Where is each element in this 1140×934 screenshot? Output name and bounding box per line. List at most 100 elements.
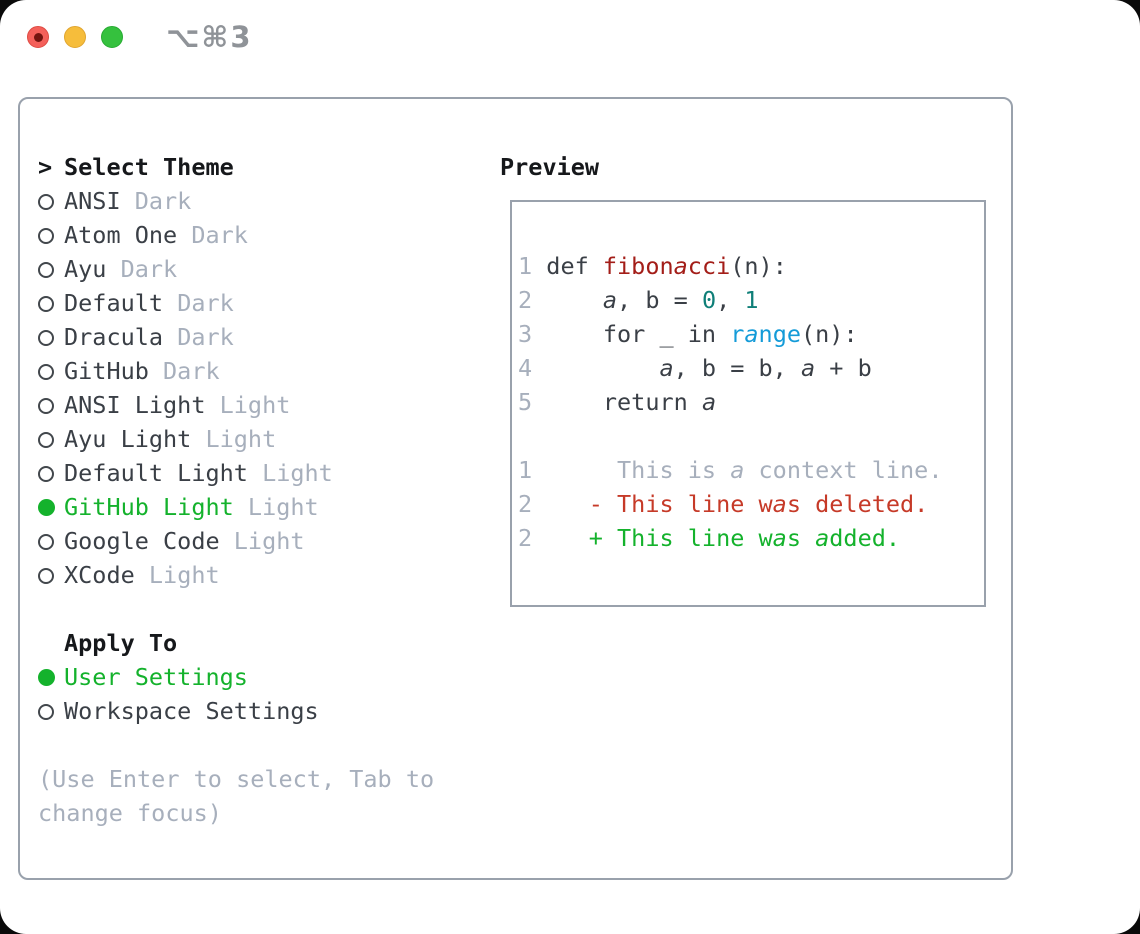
blank-line	[518, 419, 984, 453]
option-variant-label: Dark	[163, 289, 234, 317]
zoom-button[interactable]	[101, 26, 123, 48]
preview-diff-line: 2 - This line was deleted.	[518, 487, 984, 521]
theme-option[interactable]: Default Light Light	[38, 456, 434, 490]
title-bar: ⌥⌘3	[0, 0, 1140, 97]
option-label: ANSI	[64, 187, 121, 215]
option-label: ANSI Light	[64, 391, 206, 419]
theme-option[interactable]: Google Code Light	[38, 524, 434, 558]
hint-text: (Use Enter to select, Tab to change focus…	[38, 762, 434, 830]
apply-to-option[interactable]: Workspace Settings	[38, 694, 434, 728]
token-lnum: 3	[518, 320, 547, 348]
token-num: 1	[744, 286, 759, 314]
option-label: GitHub	[64, 357, 149, 385]
theme-option[interactable]: ANSI Dark	[38, 184, 434, 218]
preview-code-line: 4 a, b = b, a + b	[518, 351, 984, 385]
radio-icon	[38, 252, 64, 286]
option-label: Default Light	[64, 459, 248, 487]
preview-diff-block: 1 This is a context line.2 - This line w…	[518, 453, 984, 555]
preview-diff-line: 1 This is a context line.	[518, 453, 984, 487]
theme-option[interactable]: Default Dark	[38, 286, 434, 320]
radio-icon	[38, 694, 64, 728]
token-del: - This line was deleted.	[546, 490, 929, 518]
option-variant-label: Light	[134, 561, 220, 589]
option-variant-label: Light	[219, 527, 305, 555]
radio-icon	[38, 354, 64, 388]
theme-option[interactable]: GitHub Light Light	[38, 490, 434, 524]
close-button[interactable]	[27, 26, 49, 48]
radio-icon	[38, 422, 64, 456]
token-lnum: 1	[518, 252, 547, 280]
option-label: Workspace Settings	[64, 697, 319, 725]
theme-option[interactable]: Dracula Dark	[38, 320, 434, 354]
token-lnum: 2	[518, 286, 547, 314]
token-p: ,	[716, 286, 745, 314]
option-label: Ayu Light	[64, 425, 192, 453]
theme-option[interactable]: Atom One Dark	[38, 218, 434, 252]
option-label: Dracula	[64, 323, 164, 351]
token-ctx: This is a context line.	[546, 456, 943, 484]
token-lnum: 4	[518, 354, 547, 382]
apply-to-header: Apply To	[64, 629, 178, 657]
theme-option[interactable]: Ayu Dark	[38, 252, 434, 286]
option-label: Default	[64, 289, 164, 317]
radio-icon	[38, 286, 64, 320]
theme-option[interactable]: ANSI Light Light	[38, 388, 434, 422]
radio-icon	[38, 524, 64, 558]
theme-option[interactable]: GitHub Dark	[38, 354, 434, 388]
preview-code-line: 5 return a	[518, 385, 984, 419]
theme-option[interactable]: XCode Light	[38, 558, 434, 592]
option-variant-label: Light	[247, 459, 333, 487]
token-fn: fibonacci	[602, 252, 731, 280]
option-variant-label: Light	[205, 391, 291, 419]
option-label: XCode	[64, 561, 135, 589]
option-label: Ayu	[64, 255, 107, 283]
hint-line: (Use Enter to select, Tab to	[38, 765, 435, 793]
token-add: + This line was added.	[546, 524, 901, 552]
option-variant-label: Light	[233, 493, 319, 521]
radio-icon	[38, 218, 64, 252]
spacer	[38, 728, 434, 762]
radio-icon	[38, 456, 64, 490]
token-p: (n):	[801, 320, 858, 348]
apply-to-option[interactable]: User Settings	[38, 660, 434, 694]
option-label: GitHub Light	[64, 493, 234, 521]
token-lnum: 5	[518, 388, 547, 416]
token-p: (n):	[730, 252, 787, 280]
token-p: return a	[546, 388, 717, 416]
option-variant-label: Light	[191, 425, 277, 453]
preview-code-line: 1 def fibonacci(n):	[518, 249, 984, 283]
preview-diff-line: 2 + This line was added.	[518, 521, 984, 555]
token-fn2: range	[730, 320, 801, 348]
option-label: Atom One	[64, 221, 178, 249]
minimize-button[interactable]	[64, 26, 86, 48]
preview-header: Preview	[500, 153, 600, 181]
option-label: User Settings	[64, 663, 248, 691]
radio-icon	[38, 184, 64, 218]
option-variant-label: Dark	[106, 255, 178, 283]
option-variant-label: Dark	[163, 323, 234, 351]
token-lnum: 1	[518, 456, 547, 484]
theme-option[interactable]: Ayu Light Light	[38, 422, 434, 456]
radio-icon	[38, 320, 64, 354]
radio-icon	[38, 388, 64, 422]
radio-icon	[38, 558, 64, 592]
radio-selected-icon	[38, 490, 64, 524]
token-lnum: 2	[518, 524, 547, 552]
option-label: Google Code	[64, 527, 220, 555]
option-variant-label: Dark	[177, 221, 248, 249]
option-variant-label: Dark	[120, 187, 192, 215]
focus-caret-icon: >	[38, 153, 53, 181]
preview-code-line: 3 for _ in range(n):	[518, 317, 984, 351]
token-p: a, b =	[602, 286, 702, 314]
hint-line: change focus)	[38, 799, 222, 827]
option-variant-label: Dark	[148, 357, 220, 385]
window-title: ⌥⌘3	[166, 20, 253, 54]
token-lnum: 2	[518, 490, 547, 518]
